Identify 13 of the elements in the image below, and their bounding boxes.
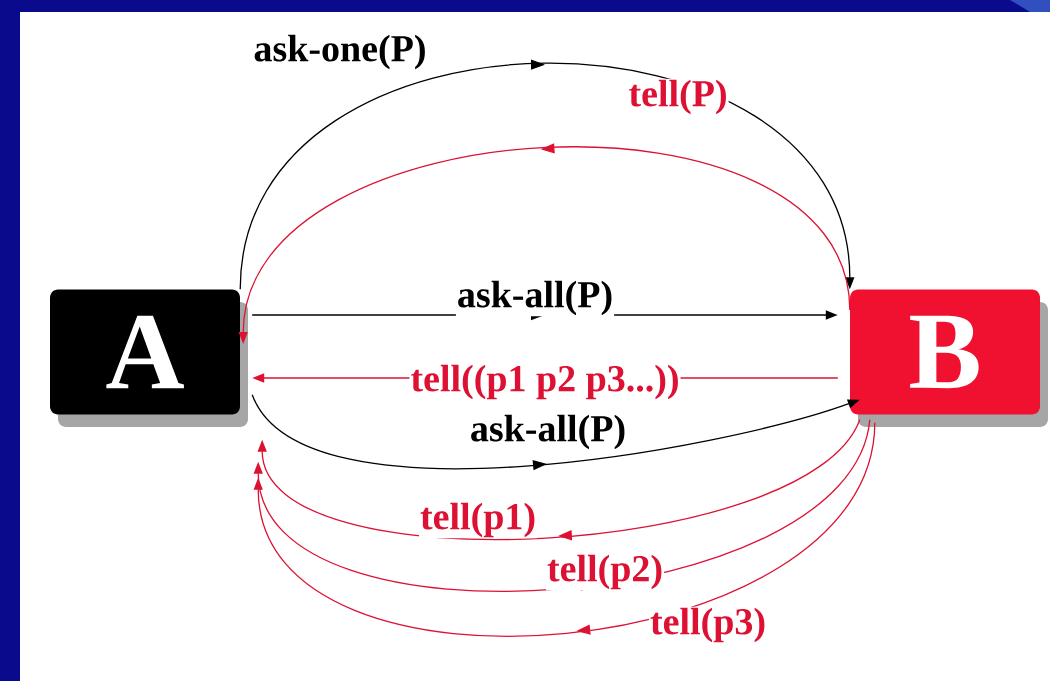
edge-label: ask-one(P) bbox=[252, 33, 428, 71]
edge-label: tell((p1 p2 p3...)) bbox=[409, 363, 681, 401]
edge-label: tell(P) bbox=[627, 78, 729, 116]
process-box: A bbox=[50, 289, 248, 427]
arrow bbox=[253, 422, 876, 637]
edge-label: ask-all(P) bbox=[468, 413, 628, 451]
edge-label: tell(p1) bbox=[418, 501, 538, 539]
edge-label: ask-all(P) bbox=[455, 279, 615, 317]
edge-label: tell(p2) bbox=[545, 553, 665, 591]
edge-label: tell(p3) bbox=[648, 606, 768, 644]
arrow bbox=[257, 419, 861, 541]
process-box: B bbox=[850, 289, 1048, 427]
arrow bbox=[239, 59, 855, 290]
